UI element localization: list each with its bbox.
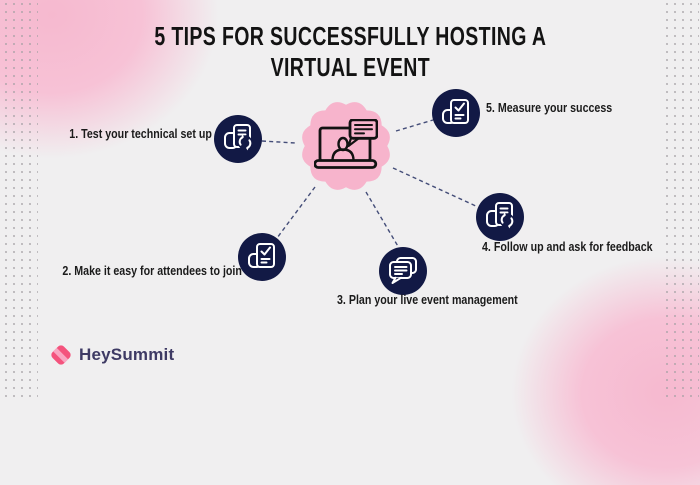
tip1-label: 1. Test your technical set up: [69, 126, 212, 141]
connector-lines: [261, 119, 479, 249]
checklist-icon: [248, 243, 275, 268]
tip1-icon-circle: [214, 115, 262, 163]
tip5-label: 5. Measure your success: [486, 100, 613, 115]
tip3-icon-circle: [379, 247, 427, 295]
logo-stripe: [51, 345, 71, 365]
laptop-video-call-icon: [314, 119, 378, 169]
chat-bubbles-icon: [389, 257, 417, 284]
connector-line-tip4: [392, 167, 479, 208]
heysummit-logo-icon: [49, 343, 73, 367]
connector-line-tip2: [276, 186, 316, 239]
title-line-2: VIRTUAL EVENT: [270, 52, 430, 82]
center-blob: [294, 94, 398, 198]
connector-line-tip3: [365, 191, 400, 249]
heysummit-logo-text: HeySummit: [79, 345, 175, 364]
tip4-label: 4. Follow up and ask for feedback: [482, 239, 653, 254]
tip4-icon-circle: [476, 193, 524, 241]
tip5-icon-circle: [432, 89, 480, 137]
connector-line-tip5: [395, 119, 434, 132]
tip2-icon-circle: [238, 233, 286, 281]
heysummit-logo: HeySummit: [49, 342, 174, 368]
connector-line-tip1: [261, 140, 296, 144]
devices-sync-icon: [486, 202, 515, 229]
checklist-icon: [442, 99, 469, 124]
tip3-label: 3. Plan your live event management: [337, 292, 518, 307]
tip2-label: 2. Make it easy for attendees to join: [62, 263, 242, 278]
devices-sync-icon: [224, 124, 253, 151]
